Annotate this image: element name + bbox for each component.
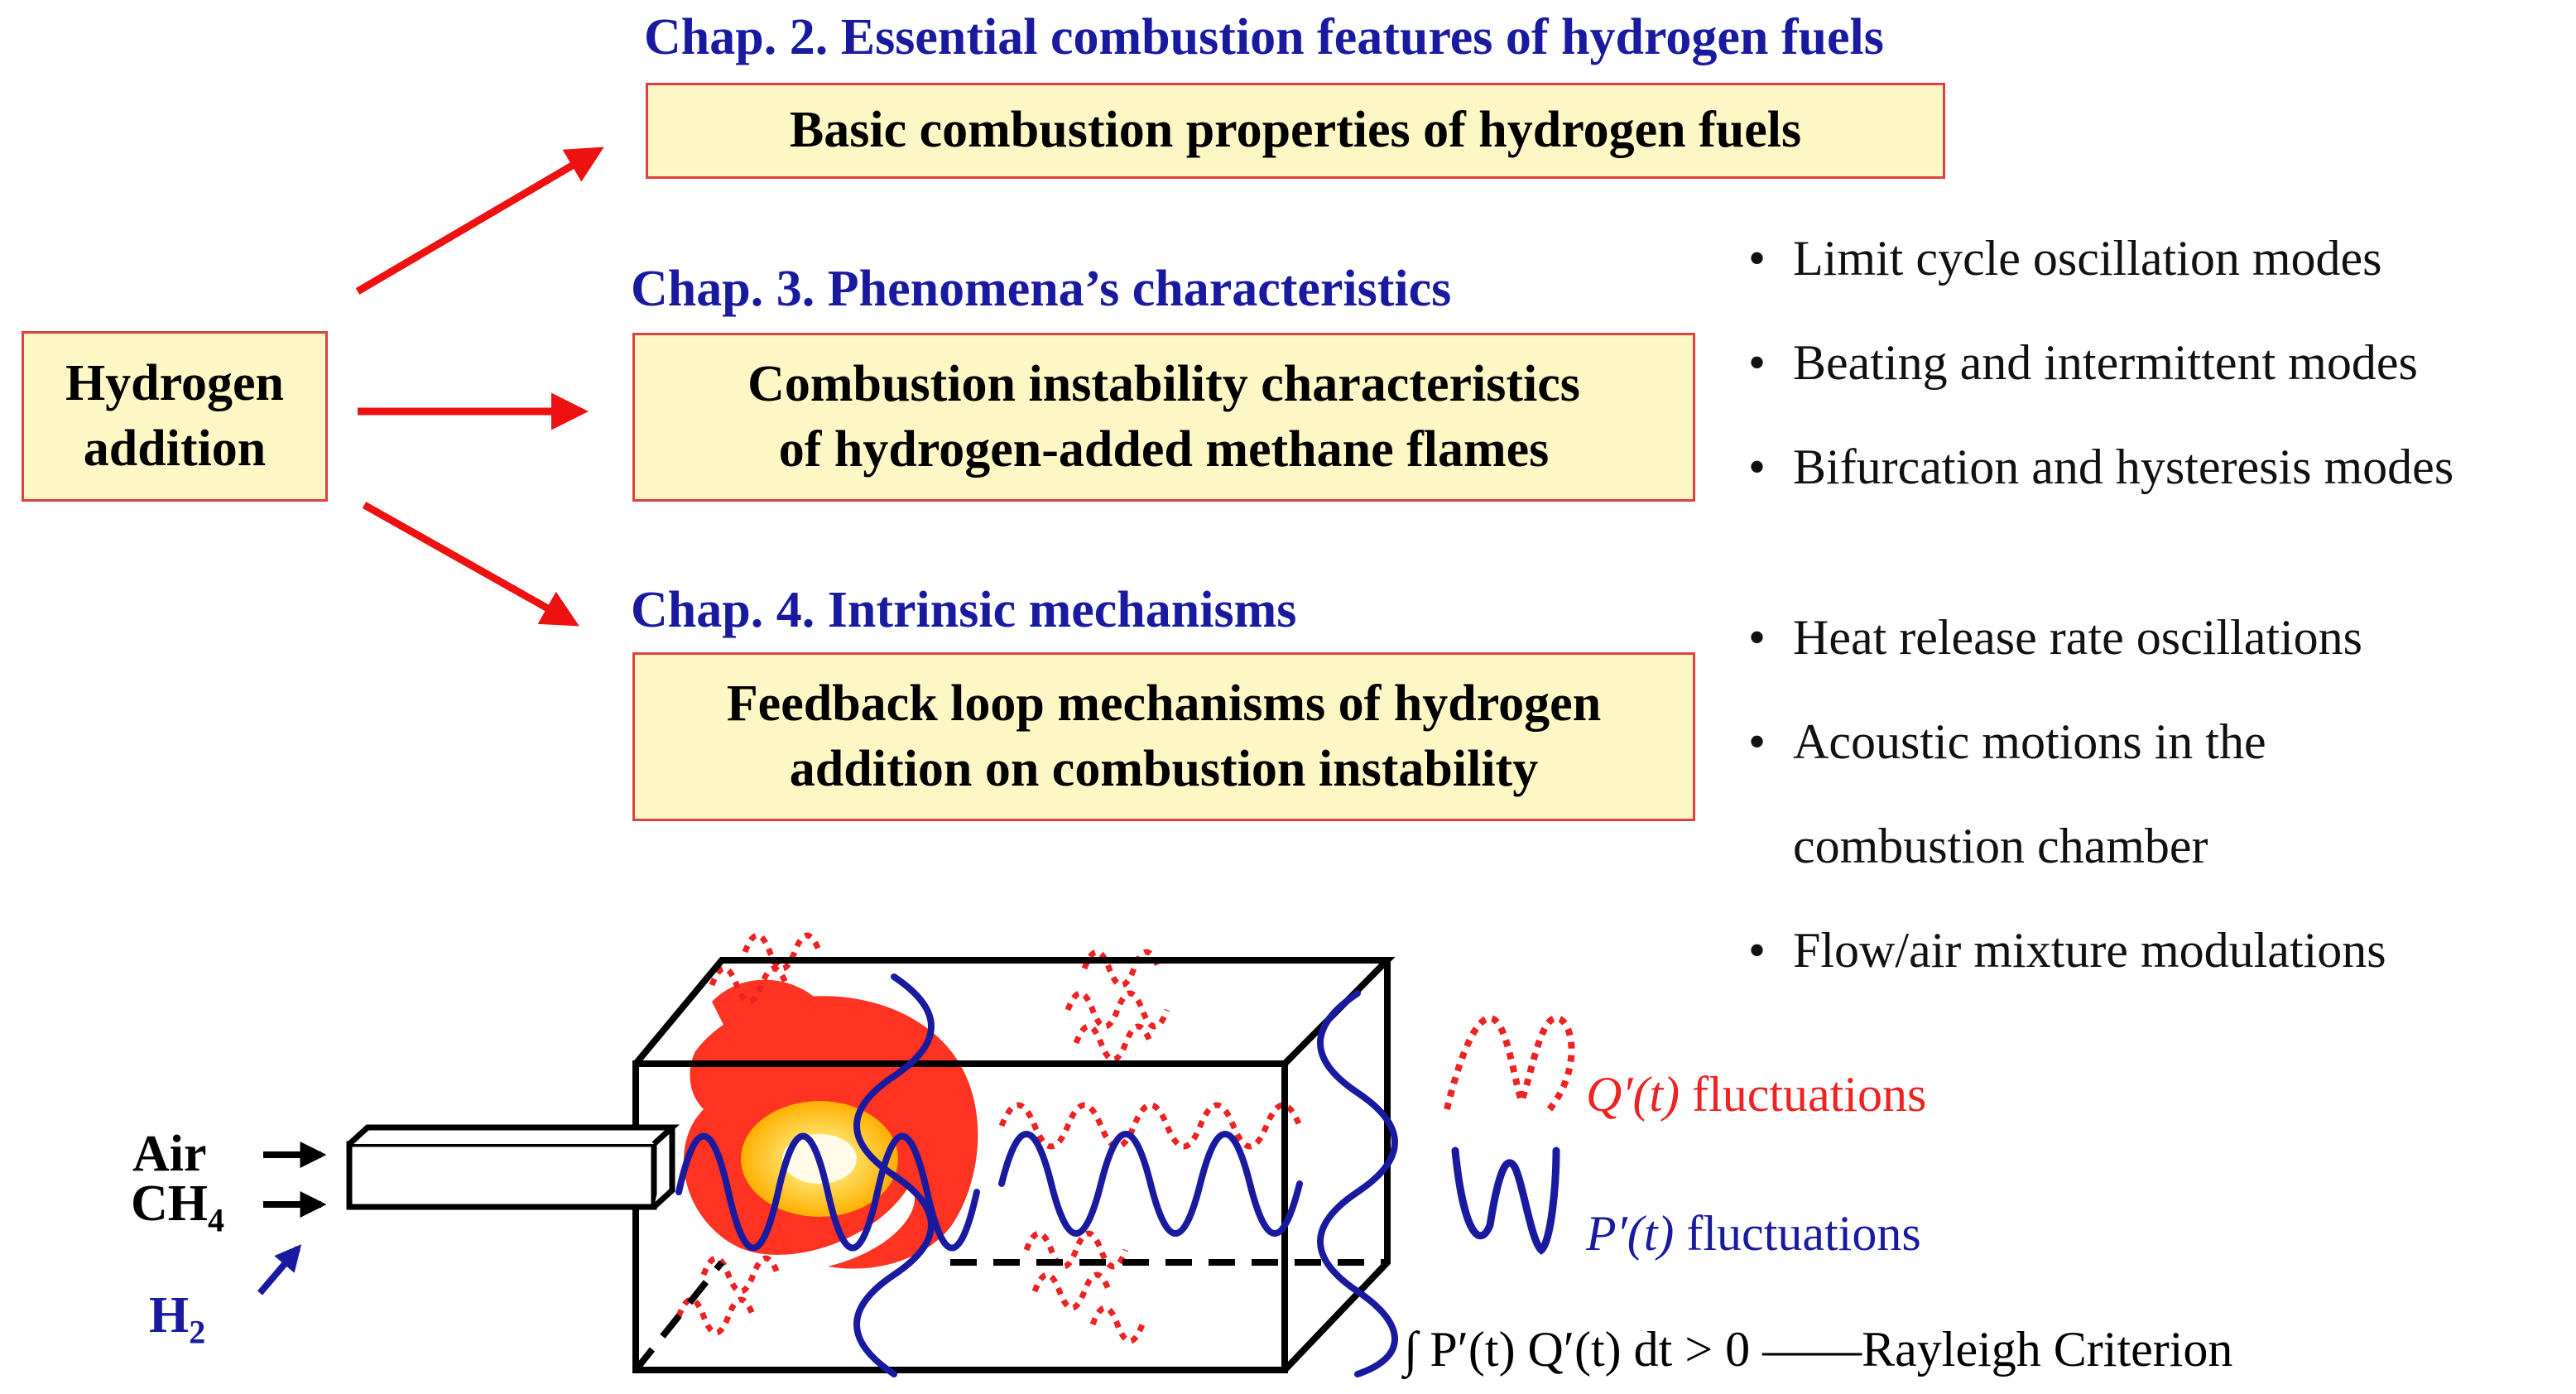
chap4-heading: Chap. 4. Intrinsic mechanisms [631,582,1297,638]
bullet-bifurcation: •Bifurcation and hysteresis modes [1748,440,2454,494]
legend-q-text: fluctuations [1692,1067,1927,1122]
q-fluctuation-marks [675,932,1303,1344]
legend-q-symbol: Q′(t) [1586,1067,1680,1122]
chap2-heading: Chap. 2. Essential combustion features o… [644,9,1884,65]
hydrogen-addition-line1: Hydrogen [65,354,285,411]
injector-tube [346,1124,680,1210]
chap4-box-line2: addition on combustion instability [789,741,1539,797]
legend-q-label: Q′(t) fluctuations [1586,1070,1926,1119]
bullet-beating: •Beating and intermittent modes [1748,335,2418,390]
arrow-to-chap2 [355,147,604,295]
bullet-limit-cycle: •Limit cycle oscillation modes [1748,231,2382,286]
chap4-box: Feedback loop mechanisms of hydrogen add… [632,652,1695,821]
chap3-box-line2: of hydrogen-added methane flames [778,421,1550,478]
branch-arrows [355,147,604,627]
h2-label: H2 [149,1287,206,1351]
chap3-box: Combustion instability characteristics o… [632,333,1695,502]
legend-p-wave [1451,1146,1560,1255]
chap2-box: Basic combustion properties of hydrogen … [646,83,1945,179]
legend-p-text: fluctuations [1686,1206,1921,1261]
legend-q-wave [1444,1014,1575,1112]
chap2-box-line1: Basic combustion properties of hydrogen … [789,102,1802,159]
bullet-flow-mixture: •Flow/air mixture modulations [1748,923,2386,978]
hydrogen-addition-line2: addition [83,421,267,477]
bullet-acoustic: •Acoustic motions in the [1748,714,2266,769]
combustor-schematic [257,932,1575,1377]
p-fluctuation-waves [675,973,1398,1377]
bullet-heat-release: •Heat release rate oscillations [1748,610,2363,665]
h2-arrow [257,1244,302,1295]
rayleigh-criterion: ∫ P′(t) Q′(t) dt > 0 ——Rayleigh Criterio… [1404,1322,2233,1377]
chap3-heading: Chap. 3. Phenomena’s characteristics [631,261,1452,317]
hydrogen-addition-box: Hydrogen addition [22,331,328,502]
chap4-box-line1: Feedback loop mechanisms of hydrogen [726,675,1602,732]
chap3-box-line1: Combustion instability characteristics [747,355,1580,412]
bullet-acoustic-continued: combustion chamber [1793,819,2208,873]
air-label: Air [132,1126,207,1182]
arrow-to-chap4 [362,502,579,627]
ch4-label: CH4 [131,1175,224,1239]
legend-p-symbol: P′(t) [1586,1206,1675,1261]
legend-p-label: P′(t) fluctuations [1586,1209,1921,1258]
